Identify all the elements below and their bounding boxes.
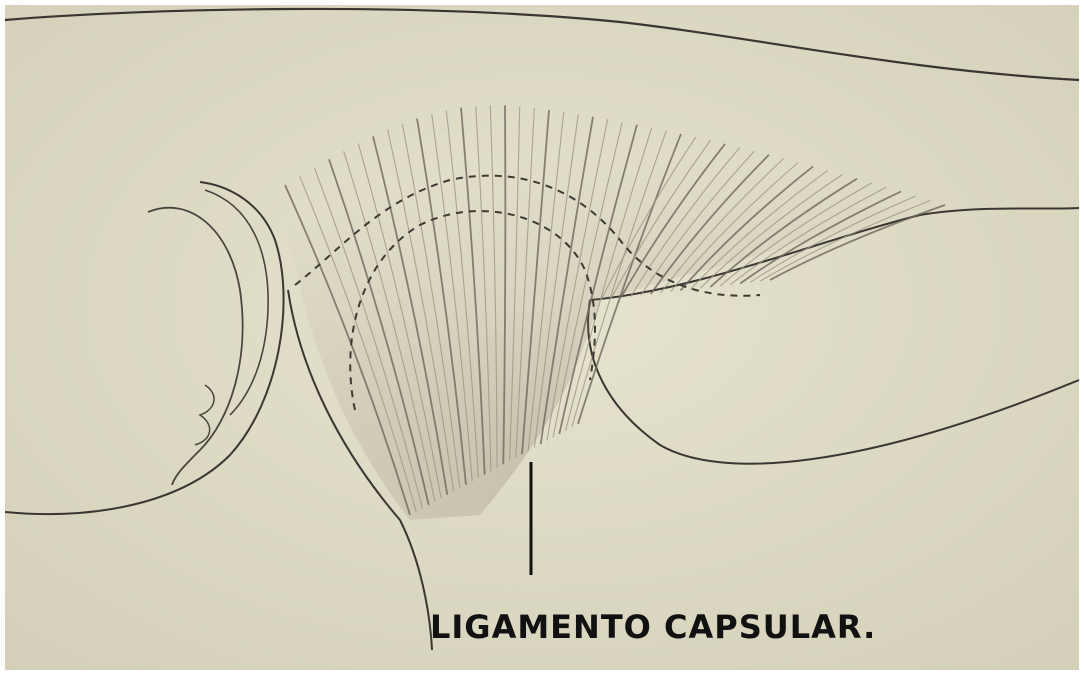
ligament-label: LIGAMENTO CAPSULAR.	[430, 608, 876, 646]
